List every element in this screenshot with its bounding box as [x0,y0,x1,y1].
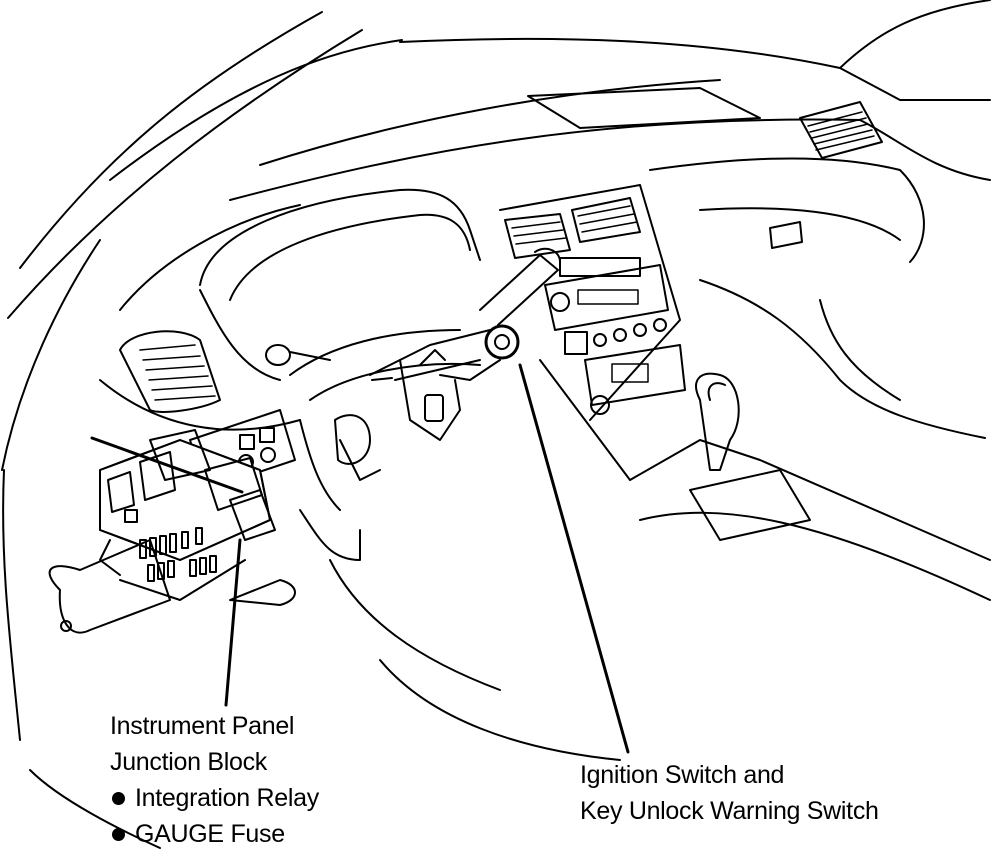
ignition-switch-line2: Key Unlock Warning Switch [580,797,879,825]
instrument-cluster-hood [119,188,481,381]
ignition-switch-callout: Ignition Switch and Key Unlock Warning S… [580,757,879,829]
bullet-icon [112,827,125,841]
dash-top [229,0,991,201]
fuse-slots [139,527,217,582]
bullet-icon [112,791,125,805]
center-stack [499,184,686,481]
steering-column [265,329,481,481]
console-shifter [629,372,991,601]
leader-lines [90,363,630,754]
glove-box [649,157,986,439]
defroster-panel [527,87,761,129]
wiper-stalk [479,247,561,326]
pedal-area [229,509,621,761]
left-side-vent [119,330,221,413]
bullet-label-integration-relay: Integration Relay [135,784,319,812]
junction-block-assembly [48,429,276,634]
right-side-vent [799,101,883,159]
ignition-switch-assembly [369,324,520,441]
bullet-item: Integration Relay [110,780,319,816]
junction-block-title-line1: Instrument Panel [110,712,295,740]
junction-block-callout: Instrument Panel Junction Block Integrat… [110,708,319,852]
ignition-switch-line1: Ignition Switch and [580,761,785,789]
bullet-label-gauge-fuse: GAUGE Fuse [135,820,285,848]
junction-block-title-line2: Junction Block [110,748,267,776]
bullet-item: GAUGE Fuse [110,816,319,852]
a-pillar [1,11,403,849]
